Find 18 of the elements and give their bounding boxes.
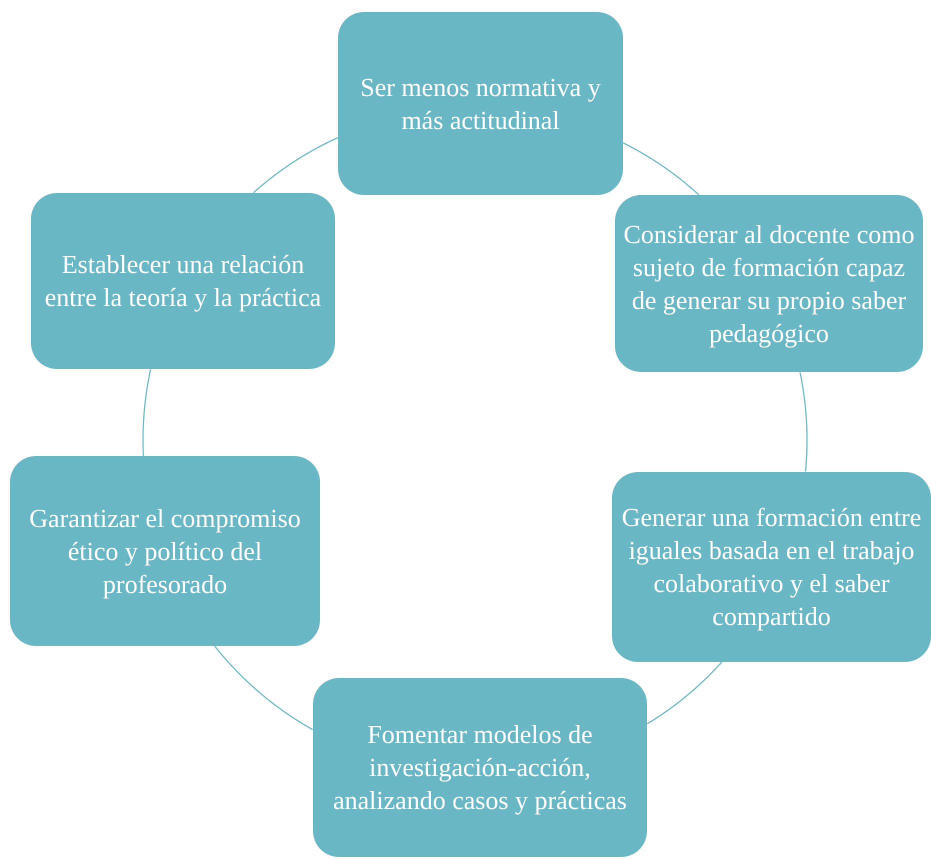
box-text: Considerar al docente como sujeto de formación capaz de generar su propio saber pedagógico bbox=[623, 218, 915, 350]
box-text: Fomentar modelos de investigación-acción, analizando casos y prácticas bbox=[332, 719, 628, 817]
connector-arc bbox=[622, 142, 700, 196]
box-text: Ser menos normativa y más actitudinal bbox=[359, 72, 602, 136]
process-box bbox=[338, 12, 623, 195]
process-box bbox=[10, 456, 320, 646]
process-box bbox=[31, 193, 335, 369]
box-text: Garantizar el compromiso ético y político del profesorado bbox=[28, 502, 302, 600]
connector-arc bbox=[142, 369, 152, 456]
connector-arc bbox=[214, 646, 313, 730]
box-text: Generar una formación entre iguales basada en el trabajo colaborativo y el saber compartido bbox=[620, 502, 922, 633]
connector-arc bbox=[646, 662, 722, 724]
connector-arc bbox=[253, 137, 338, 194]
process-box bbox=[313, 678, 647, 857]
box-text: Establecer una relación entre la teoría y la práctica bbox=[44, 249, 322, 314]
process-box bbox=[615, 195, 923, 372]
connector-arc bbox=[799, 372, 808, 472]
process-box bbox=[612, 472, 931, 662]
